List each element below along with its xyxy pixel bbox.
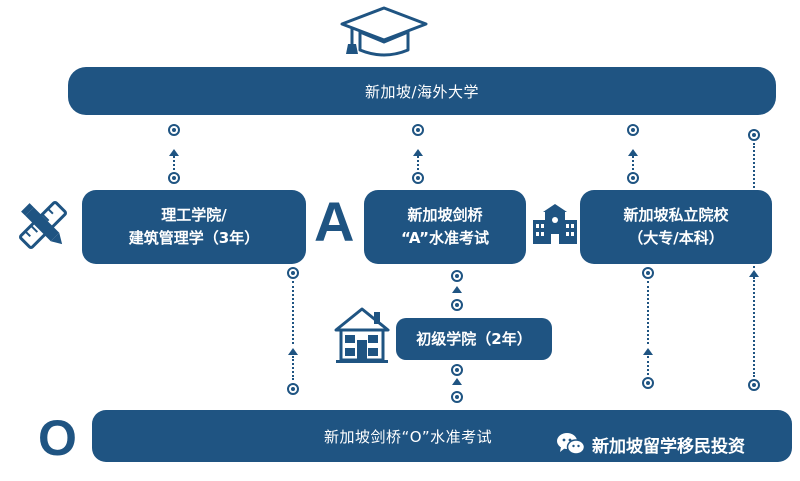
connector-line xyxy=(647,281,649,344)
connector-dot xyxy=(748,379,760,391)
junior-college-label: 初级学院（2年） xyxy=(416,329,532,348)
connector-line xyxy=(292,281,294,344)
house-icon xyxy=(334,307,390,363)
up-arrow xyxy=(169,149,179,156)
connector-dot xyxy=(451,364,463,376)
connector-dot xyxy=(287,267,299,279)
connector-line xyxy=(292,356,294,380)
connector-line xyxy=(417,156,419,170)
polytechnic-line1: 理工学院/ xyxy=(161,206,227,224)
up-arrow xyxy=(288,348,298,355)
junior-college-box: 初级学院（2年） xyxy=(396,318,552,360)
university-bar: 新加坡/海外大学 xyxy=(68,67,776,115)
connector-dot xyxy=(412,172,424,184)
connector-dot xyxy=(168,124,180,136)
graduation-cap-icon xyxy=(340,6,428,57)
private-line1: 新加坡私立院校 xyxy=(623,206,729,224)
connector-line xyxy=(632,156,634,170)
connector-dot xyxy=(627,124,639,136)
connector-dot xyxy=(451,270,463,282)
a-level-line1: 新加坡剑桥 xyxy=(407,206,483,224)
up-arrow xyxy=(628,149,638,156)
connector-dot xyxy=(451,391,463,403)
connector-dot xyxy=(412,124,424,136)
watermark: 新加坡留学移民投资 xyxy=(556,430,745,458)
connector-dot xyxy=(451,299,463,311)
up-arrow xyxy=(452,286,462,293)
university-label: 新加坡/海外大学 xyxy=(364,82,480,101)
polytechnic-line2: 建筑管理学（3年） xyxy=(128,229,260,247)
connector-dot xyxy=(748,129,760,141)
a-level-box: 新加坡剑桥 “A”水准考试 xyxy=(364,190,526,264)
a-level-line2: “A”水准考试 xyxy=(400,229,489,247)
private-line2: （大专/本科） xyxy=(628,229,724,247)
letter-a: A xyxy=(314,190,355,253)
connector-line xyxy=(173,156,175,170)
connector-dot xyxy=(642,267,654,279)
watermark-text: 新加坡留学移民投资 xyxy=(592,436,745,457)
connector-dot xyxy=(627,172,639,184)
up-arrow xyxy=(452,378,462,385)
o-level-label: 新加坡剑桥“O”水准考试 xyxy=(324,427,493,446)
connector-dot xyxy=(168,172,180,184)
letter-o: O xyxy=(38,410,77,466)
up-arrow xyxy=(413,149,423,156)
up-arrow xyxy=(643,348,653,355)
connector-line xyxy=(647,356,649,375)
o-level-bar: 新加坡剑桥“O”水准考试 xyxy=(92,410,792,462)
connector-dot xyxy=(642,377,654,389)
polytechnic-box: 理工学院/ 建筑管理学（3年） xyxy=(82,190,306,264)
up-arrow xyxy=(749,270,759,277)
connector-dot xyxy=(287,383,299,395)
ruler-pencil-icon xyxy=(18,200,68,250)
school-building-icon xyxy=(533,204,577,244)
wechat-icon xyxy=(557,433,586,455)
connector-line xyxy=(753,277,755,377)
private-institution-box: 新加坡私立院校 （大专/本科） xyxy=(580,190,772,264)
